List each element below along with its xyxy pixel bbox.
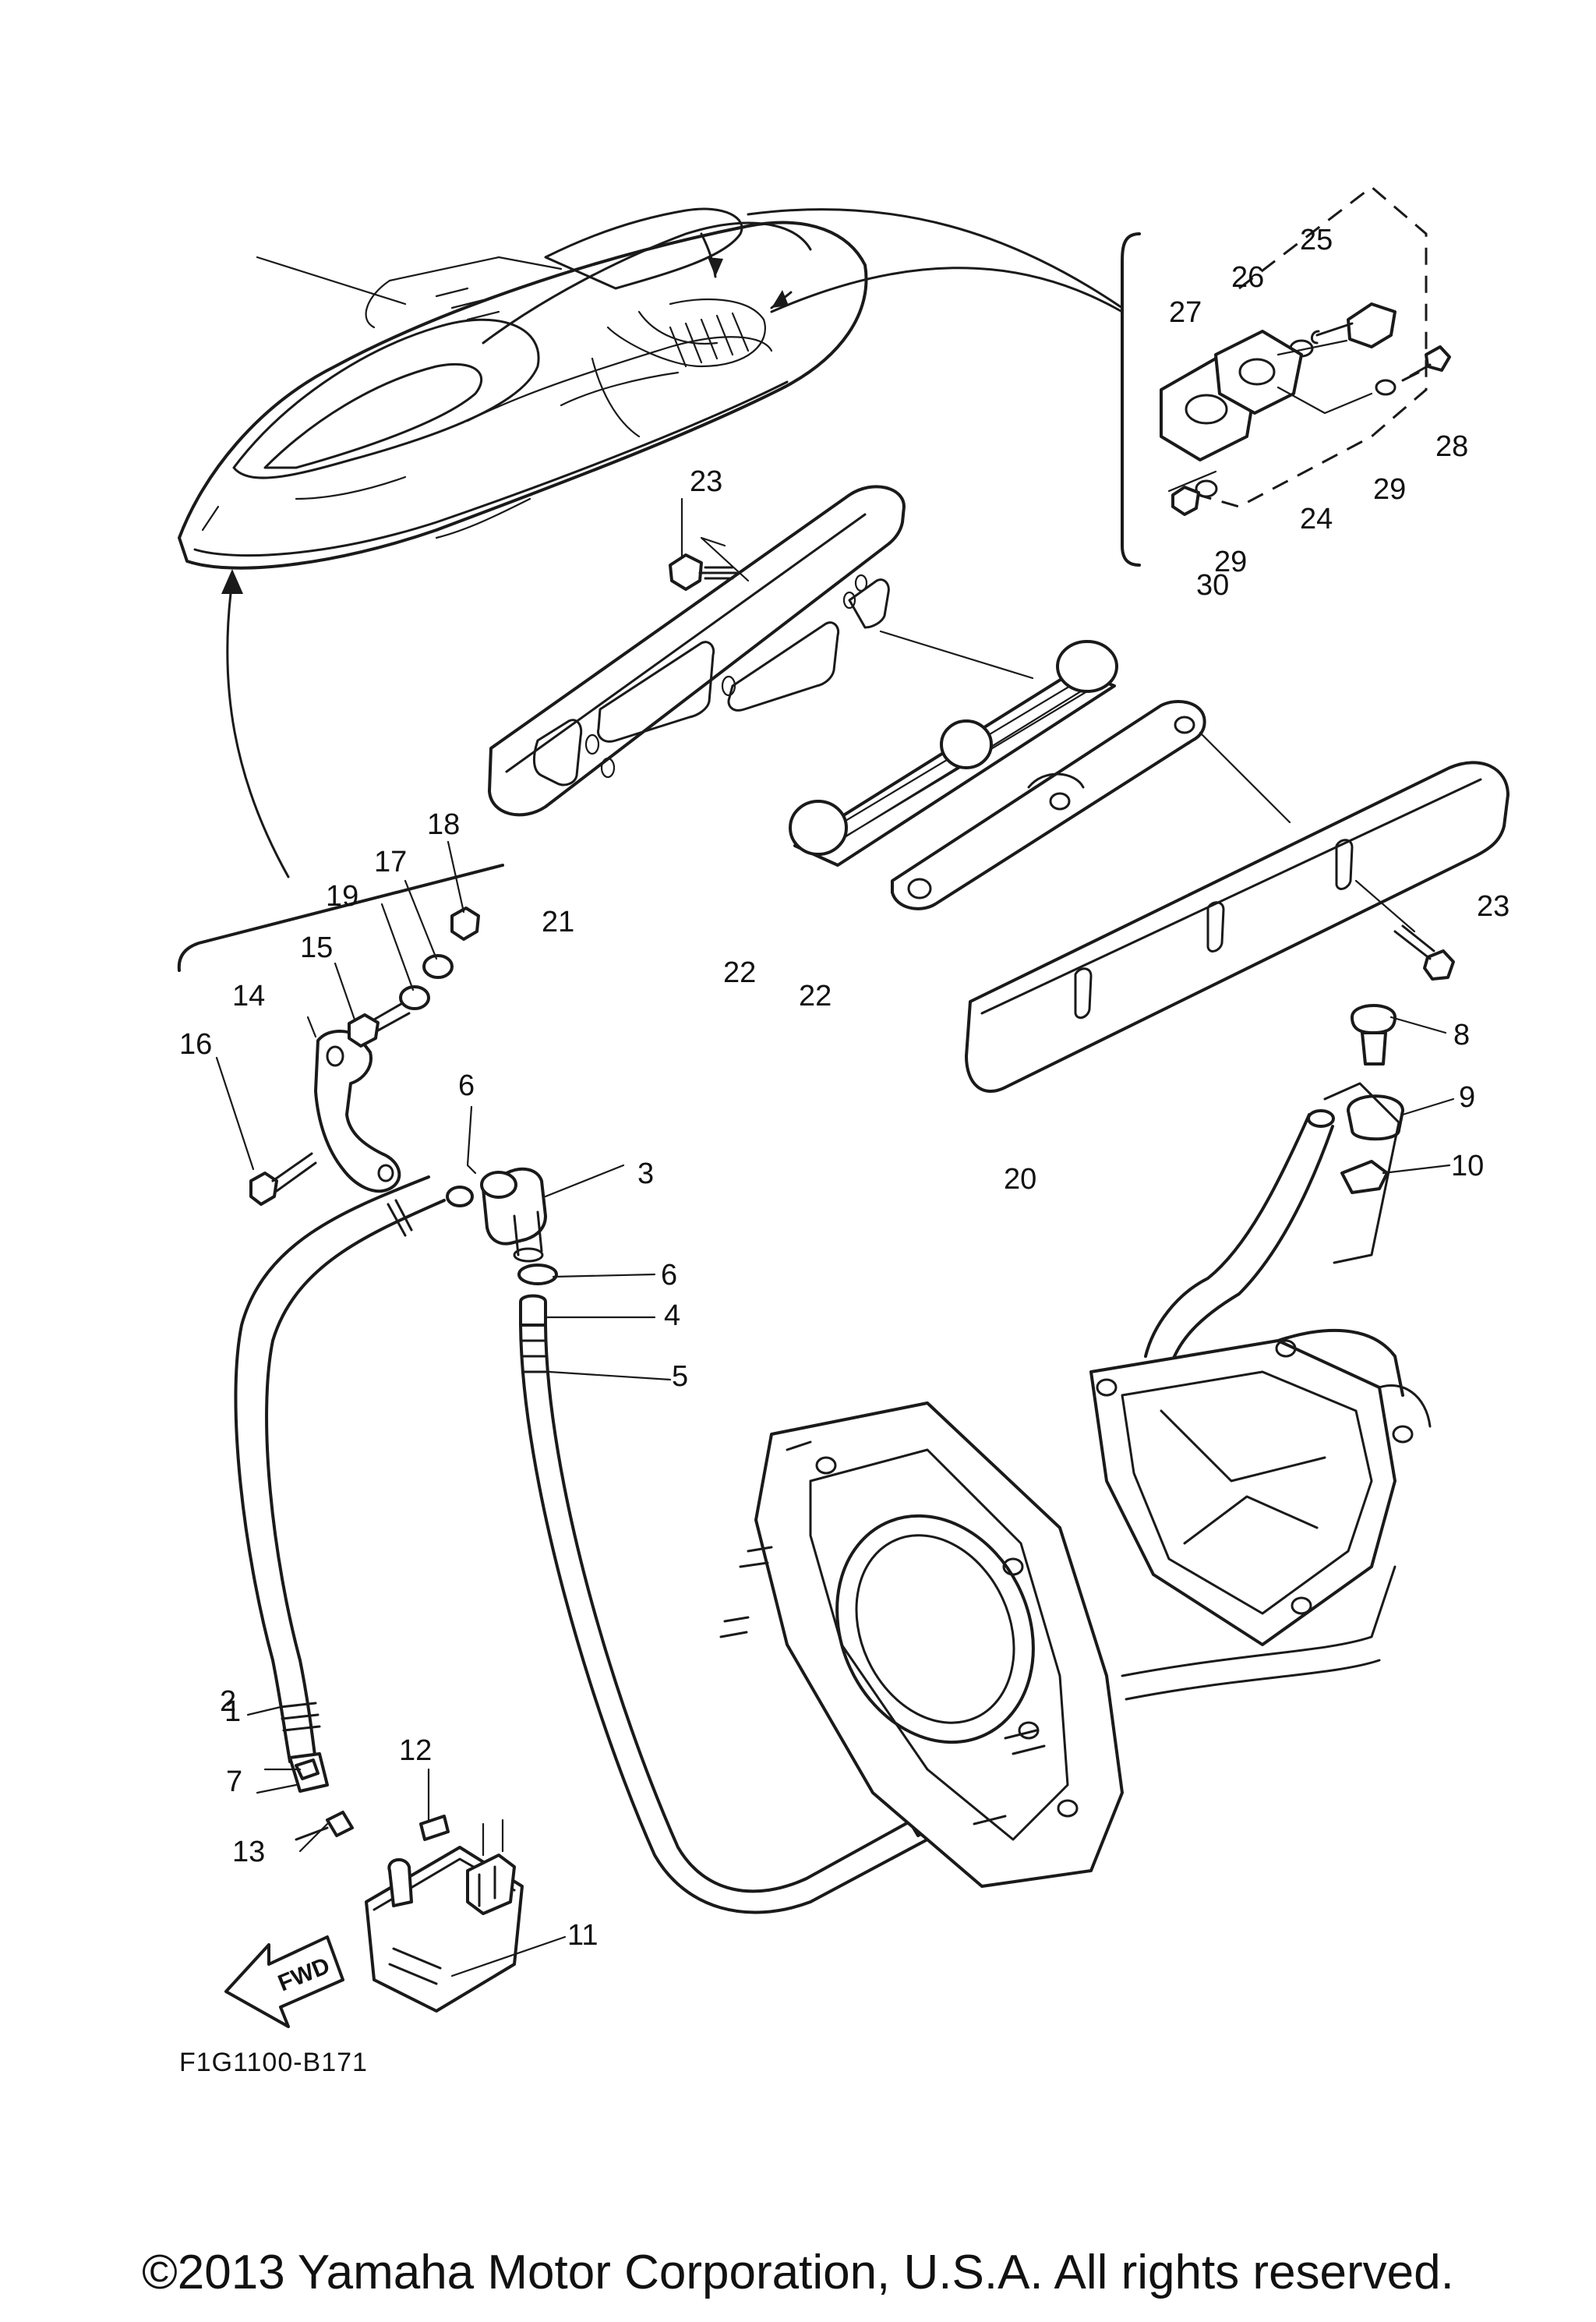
callout-8: 8 (1453, 1019, 1470, 1051)
bolt-15 (348, 1000, 411, 1048)
callout-4: 4 (664, 1299, 680, 1332)
callout-16: 16 (179, 1028, 212, 1061)
callout-28: 28 (1435, 430, 1468, 463)
fitting-12 (419, 1815, 450, 1841)
callout-6-lower: 6 (661, 1259, 677, 1292)
callout-25: 25 (1300, 224, 1333, 256)
washer-19 (399, 985, 430, 1010)
callout-7: 7 (226, 1765, 242, 1798)
callout-20: 20 (1004, 1163, 1036, 1196)
detail-box-vent-fitting (1121, 186, 1451, 567)
callout-labels: 1 2 3 4 5 6 6 7 8 9 10 11 12 13 14 15 16… (179, 224, 1509, 1952)
drain-pipe (1144, 1082, 1400, 1373)
nut-18 (450, 907, 480, 941)
intake-duct-21 (488, 485, 906, 817)
callout-11: 11 (567, 1919, 598, 1952)
callout-17: 17 (374, 846, 407, 878)
callout-22-lower: 22 (799, 980, 832, 1013)
callout-24: 24 (1300, 503, 1333, 535)
drain-plug-8 (1351, 1004, 1396, 1034)
grommet-9 (1347, 1094, 1404, 1141)
callout-15: 15 (300, 931, 333, 964)
bracket-14 (314, 1030, 401, 1193)
jet-pump-housing (1089, 1328, 1432, 1646)
callout-9: 9 (1459, 1081, 1475, 1114)
bolt-23-upper (669, 553, 738, 591)
copyright-notice: ©2013 Yamaha Motor Corporation, U.S.A. A… (142, 2246, 1454, 2299)
callout-12: 12 (399, 1734, 432, 1767)
callout-leaders (215, 497, 1455, 1977)
clamp-6-lower (517, 1263, 558, 1285)
callout-23-upper: 23 (690, 465, 722, 498)
callout-1: 1 (224, 1695, 241, 1728)
diagram-code: F1G1100-B171 (179, 2048, 368, 2077)
baffle-22-upper (789, 640, 1118, 867)
bolt-16 (249, 1152, 317, 1206)
callout-30: 30 (1196, 569, 1229, 602)
intake-plate (719, 1401, 1396, 1888)
callout-29-right: 29 (1373, 473, 1406, 506)
bolt-23-lower (1393, 924, 1455, 981)
fitting-13 (326, 1811, 354, 1837)
callout-13: 13 (232, 1836, 265, 1868)
callout-6-upper: 6 (458, 1069, 475, 1102)
callout-5: 5 (672, 1360, 688, 1393)
fwd-arrow (224, 1935, 344, 2028)
callout-29-left: 29 (1214, 546, 1247, 578)
callout-23-lower: 23 (1477, 890, 1509, 923)
check-valve-3 (480, 1167, 547, 1263)
callout-3: 3 (637, 1157, 654, 1190)
callout-19: 19 (326, 880, 358, 913)
duct-cover-20 (965, 761, 1509, 1093)
hose-2 (234, 1175, 446, 1793)
watercraft-illustration (178, 207, 868, 570)
callout-14: 14 (232, 980, 265, 1013)
clamp-6-upper (446, 1186, 474, 1207)
control-unit-11 (365, 1818, 524, 2013)
callout-22-upper: 22 (723, 956, 756, 989)
callout-10: 10 (1451, 1150, 1484, 1182)
callout-21: 21 (542, 906, 574, 938)
clip-7 (295, 1758, 320, 1780)
drain-plug-8-stem (1361, 1031, 1387, 1066)
washer-17 (422, 954, 454, 979)
baffle-22-lower (891, 700, 1206, 910)
clamp-10 (1340, 1160, 1389, 1194)
callout-26: 26 (1231, 261, 1264, 294)
callout-2: 2 (220, 1685, 236, 1718)
leader-craft-to-detail (747, 208, 1124, 313)
callout-18: 18 (427, 808, 460, 841)
callout-27: 27 (1169, 296, 1202, 329)
bracket-group-indicator (177, 569, 504, 972)
